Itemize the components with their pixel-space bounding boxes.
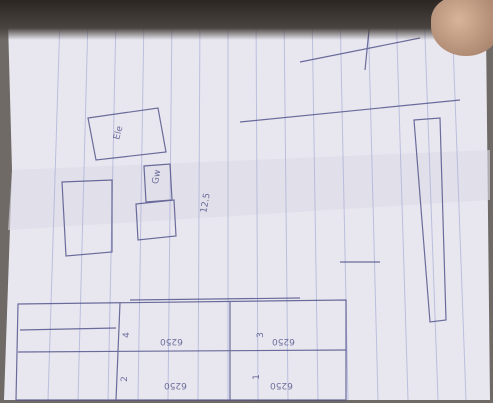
paper-fold-shadow [8,150,490,230]
pencil-sketch [15,19,461,401]
room-num-3: 3 [255,332,266,338]
room-value-3: 6250 [272,336,295,346]
ruled-lines [47,7,467,401]
room-num-1: 1 [251,374,262,380]
background-shadow [0,0,493,40]
hand-thumb [431,0,493,56]
room-value-4: 6250 [160,336,183,346]
room-value-2: 6250 [164,380,187,390]
room-num-2: 2 [119,376,130,382]
room-value-1: 6250 [270,380,293,390]
room-num-4: 4 [121,332,132,338]
